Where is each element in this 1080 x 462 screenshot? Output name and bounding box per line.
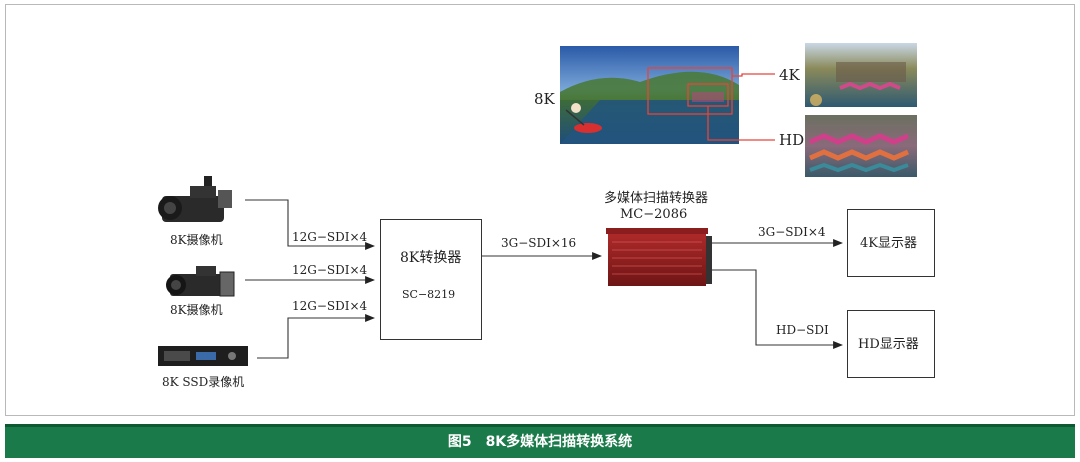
- camera-2-label: 8K摄像机: [170, 303, 223, 317]
- preview-8k-image: [560, 46, 739, 144]
- preview-hd-image: [805, 115, 917, 177]
- output-4k-signal: 3G−SDI×4: [758, 225, 826, 239]
- preview-connectors: [707, 73, 775, 141]
- camera-1-signal: 12G−SDI×4: [292, 230, 368, 244]
- scanner-device-icon: [606, 228, 712, 286]
- converter-scanner-signal: 3G−SDI×16: [501, 236, 577, 250]
- recorder-icon: [158, 346, 248, 366]
- figure-frame: [5, 4, 1075, 416]
- recorder-label: 8K SSD录像机: [162, 375, 245, 389]
- camera-2-signal: 12G−SDI×4: [292, 263, 368, 277]
- scanner-model: MC−2086: [620, 207, 688, 222]
- recorder-signal: 12G−SDI×4: [292, 299, 368, 313]
- output-connectors: [712, 239, 843, 349]
- source-connectors: [245, 199, 375, 359]
- converter-title: 8K转换器: [400, 250, 462, 266]
- converter-box: [380, 219, 482, 340]
- figure-caption: 图5 8K多媒体扫描转换系统: [447, 434, 633, 450]
- preview-4k-image: [805, 43, 917, 107]
- output-hd-signal: HD−SDI: [776, 323, 829, 337]
- display-hd-box: [847, 310, 935, 378]
- display-4k-box: [847, 209, 935, 277]
- camera-1-icon: [158, 176, 232, 222]
- label-hd: HD: [779, 131, 805, 149]
- label-8k: 8K: [534, 90, 555, 108]
- camera-1-label: 8K摄像机: [170, 233, 223, 247]
- display-4k-label: 4K显示器: [860, 236, 917, 251]
- scanner-title: 多媒体扫描转换器: [604, 191, 709, 206]
- converter-model: SC−8219: [402, 288, 456, 301]
- label-4k: 4K: [779, 66, 800, 84]
- camera-2-icon: [166, 266, 235, 297]
- display-hd-label: HD显示器: [858, 337, 919, 352]
- caption-bar: 图5 8K多媒体扫描转换系统: [5, 424, 1075, 458]
